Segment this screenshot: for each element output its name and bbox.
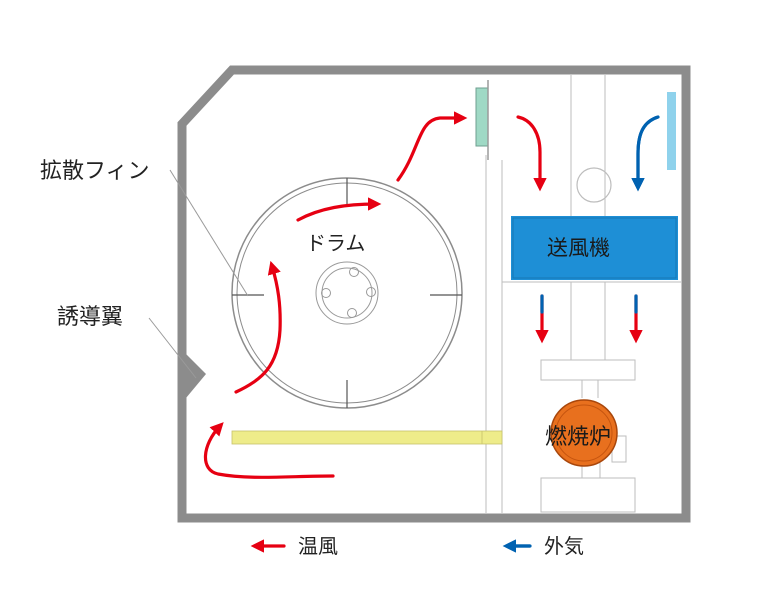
drum — [231, 177, 463, 409]
guide-vane — [186, 354, 206, 398]
label-fin: 拡散フィン — [40, 159, 150, 184]
burner-base — [540, 477, 636, 513]
hot-air-arrows — [203, 111, 643, 553]
hot-air-flow-to-filter — [396, 111, 468, 182]
fan-motor-circle — [576, 167, 612, 203]
burner-top-plate — [540, 359, 636, 381]
drum-hub — [315, 261, 379, 325]
yellow-rail — [231, 430, 503, 445]
inlet-filter-green — [475, 87, 489, 147]
guide-leader-line — [148, 317, 197, 379]
label-fan: 送風機 — [547, 236, 610, 260]
legend-hot-air-label: 温風 — [298, 534, 338, 558]
label-drum: ドラム — [306, 231, 365, 255]
label-guide: 誘導翼 — [57, 305, 123, 330]
label-burner: 燃焼炉 — [545, 425, 611, 450]
legend-outside-air-label: 外気 — [544, 534, 584, 558]
outside-air-flow — [631, 115, 660, 192]
blower-box — [511, 216, 678, 280]
hot-air-flow-bottom — [203, 422, 335, 479]
fin-leader-line — [169, 169, 249, 297]
partition-lines — [485, 75, 681, 513]
housing-wall — [177, 65, 691, 523]
outside-air-filter-blue — [667, 92, 676, 170]
hot-air-flow-down-1 — [516, 115, 547, 192]
hot-air-flow-drum-top — [296, 197, 382, 222]
burner — [550, 399, 618, 467]
hot-air-flow-rising — [234, 260, 282, 394]
